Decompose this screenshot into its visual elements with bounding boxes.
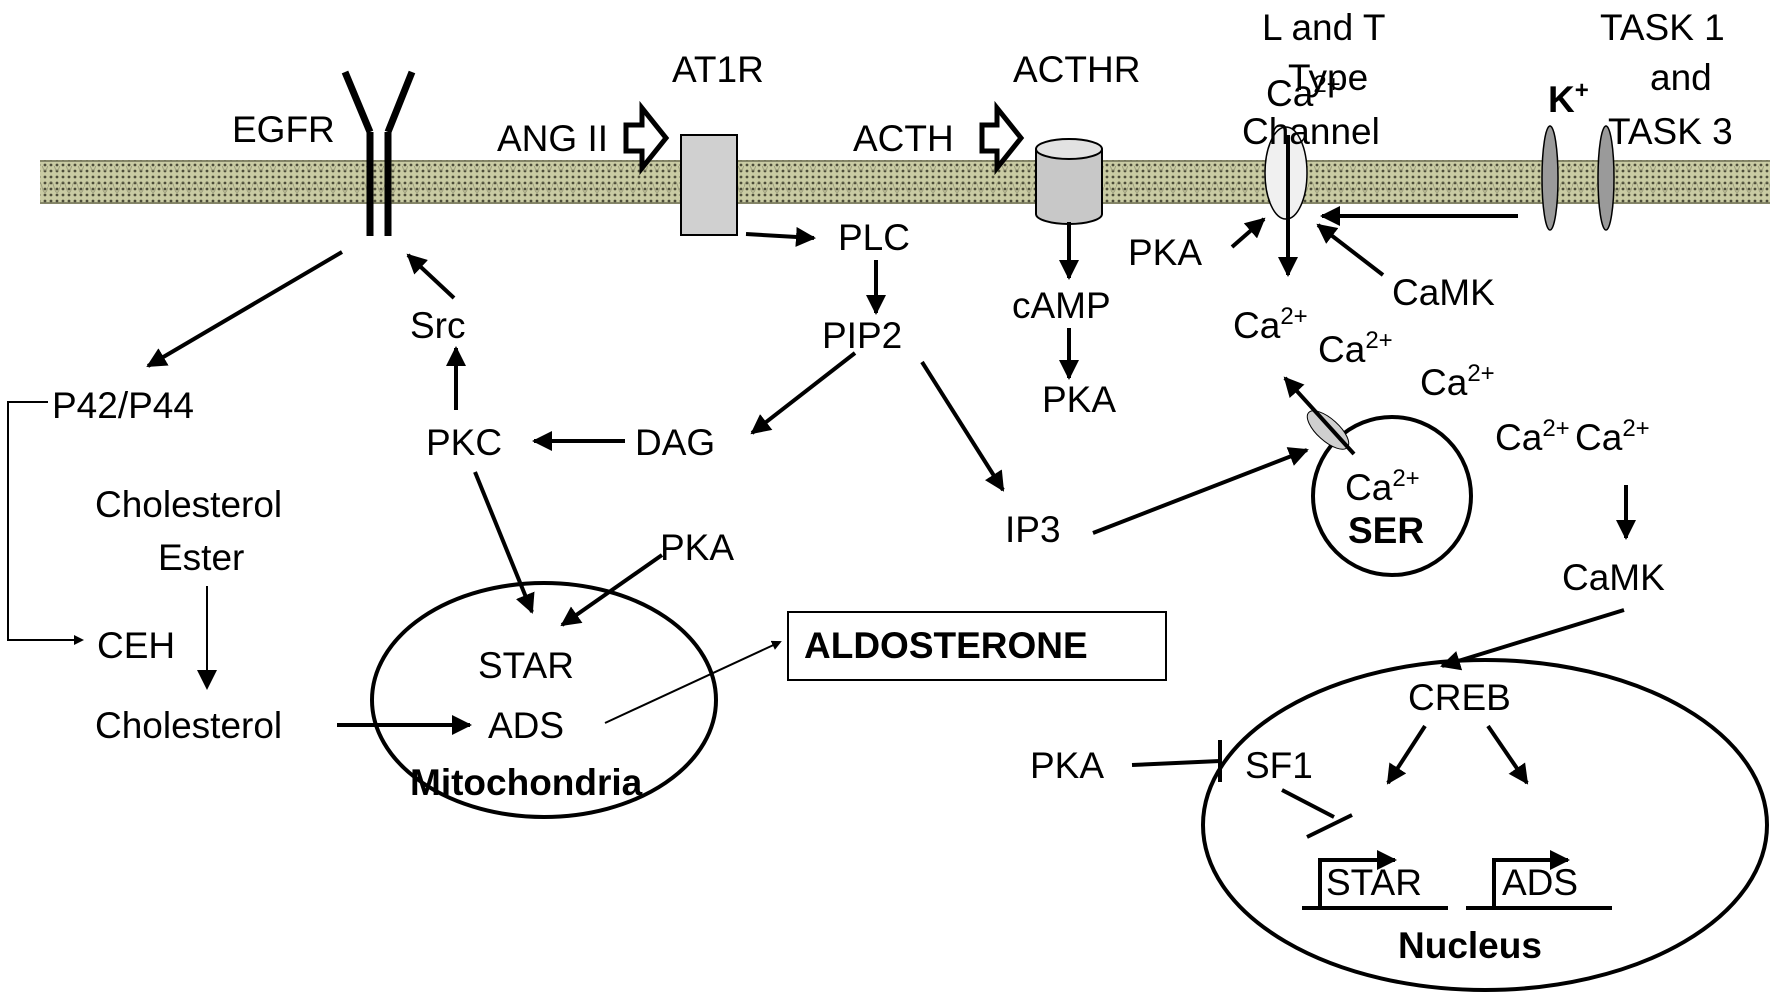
pka-label-star: PKA: [660, 527, 734, 568]
ser-organelle-icon: [1311, 415, 1473, 577]
egfr-receptor-icon: [341, 70, 416, 236]
arrow-p42p44-to-ceh: [7, 401, 84, 645]
calcium-label-cyto2: Ca2+: [1318, 327, 1393, 370]
ser-label: SER: [1348, 510, 1424, 551]
aldosterone-box: [787, 611, 1167, 681]
pkc-label: PKC: [426, 422, 502, 463]
calcium-label-cyto3: Ca2+: [1420, 360, 1495, 403]
aldosterone-label: ALDOSTERONE: [804, 625, 1088, 666]
acthr-receptor-icon: [1035, 138, 1103, 225]
inhibition-pka-to-sf1: [1131, 740, 1222, 782]
camk-label-nuclear: CaMK: [1562, 557, 1665, 598]
lt-channel-label-line2: Type: [1288, 57, 1368, 98]
calcium-label-cyto5: Ca2+: [1575, 415, 1650, 458]
at1r-receptor-icon: [680, 134, 738, 236]
arrow-camk-to-channel: [1316, 223, 1385, 277]
star-gene-label: STAR: [1326, 862, 1422, 903]
arrow-ser-to-calcium: [1283, 376, 1356, 456]
ads-gene-label: ADS: [1502, 862, 1578, 903]
task3-channel-icon: [1597, 125, 1615, 231]
arrow-pkc-to-star: [473, 471, 535, 614]
cholesterol-ester-label-line2: Ester: [158, 537, 244, 578]
camp-label: cAMP: [1012, 285, 1111, 326]
pka-label-camp: PKA: [1042, 379, 1116, 420]
lt-channel-label-line1: L and T: [1262, 7, 1385, 48]
cholesterol-label: Cholesterol: [95, 705, 282, 746]
star-label-mito: STAR: [478, 645, 574, 686]
mitochondria-label: Mitochondria: [410, 762, 643, 803]
src-label: Src: [410, 305, 466, 346]
arrow-egfr-to-p42p44: [146, 250, 344, 368]
calcium-label-cyto4: Ca2+: [1495, 415, 1570, 458]
arrow-creb-to-ads-gene: [1486, 724, 1529, 785]
ang2-label: ANG II: [497, 118, 608, 159]
calcium-label-ser: Ca2+: [1345, 465, 1420, 508]
arrow-pip2-to-dag: [750, 351, 857, 435]
ads-label-mito: ADS: [488, 705, 564, 746]
task-label-line3: TASK 3: [1608, 111, 1733, 152]
calcium-label-channel: Ca2+: [1266, 71, 1341, 114]
arrow-src-to-egfr: [406, 253, 456, 300]
arrow-ip3-to-ser: [1092, 447, 1309, 535]
ceh-label: CEH: [97, 625, 175, 666]
acth-hollow-arrow-icon: [979, 100, 1025, 176]
pip2-label: PIP2: [822, 315, 902, 356]
cholesterol-ester-label-line1: Cholesterol: [95, 484, 282, 525]
sf1-label: SF1: [1245, 745, 1313, 786]
plc-label: PLC: [838, 217, 910, 258]
arrow-camk-to-creb: [1440, 608, 1625, 671]
pka-label-sf1: PKA: [1030, 745, 1104, 786]
pka-label-channel: PKA: [1128, 232, 1202, 273]
p42p44-label: P42/P44: [52, 385, 194, 426]
lt-channel-label-line3: Channel: [1242, 111, 1380, 152]
cell-membrane: [40, 160, 1770, 204]
task1-channel-icon: [1541, 125, 1559, 231]
creb-label: CREB: [1408, 677, 1511, 718]
arrow-pka-to-star: [560, 553, 664, 627]
arrow-pka-to-channel: [1230, 217, 1266, 249]
at1r-label: AT1R: [672, 49, 764, 90]
arrow-pip2-to-ip3: [920, 360, 1005, 492]
arrow-creb-to-star-gene: [1386, 724, 1427, 785]
mitochondria-organelle-icon: [370, 581, 718, 819]
star-gene-promoter-icon: [1302, 850, 1448, 910]
ang2-hollow-arrow-icon: [623, 100, 670, 176]
task-label-line1: TASK 1: [1600, 7, 1725, 48]
dag-label: DAG: [635, 422, 715, 463]
acth-label: ACTH: [853, 118, 954, 159]
calcium-label-cyto1: Ca2+: [1233, 303, 1308, 346]
camk-label-channel: CaMK: [1392, 272, 1495, 313]
arrow-ads-to-aldosterone: [604, 640, 782, 724]
egfr-label: EGFR: [232, 109, 335, 150]
potassium-label: K+: [1548, 77, 1589, 120]
inhibition-sf1-to-star-gene: [1281, 788, 1353, 839]
task-label-line2: and: [1650, 57, 1712, 98]
ip3-label: IP3: [1005, 509, 1061, 550]
arrow-at1r-to-plc: [745, 226, 816, 247]
acthr-label: ACTHR: [1013, 49, 1140, 90]
nucleus-label: Nucleus: [1398, 925, 1542, 966]
ads-gene-promoter-icon: [1466, 850, 1612, 910]
